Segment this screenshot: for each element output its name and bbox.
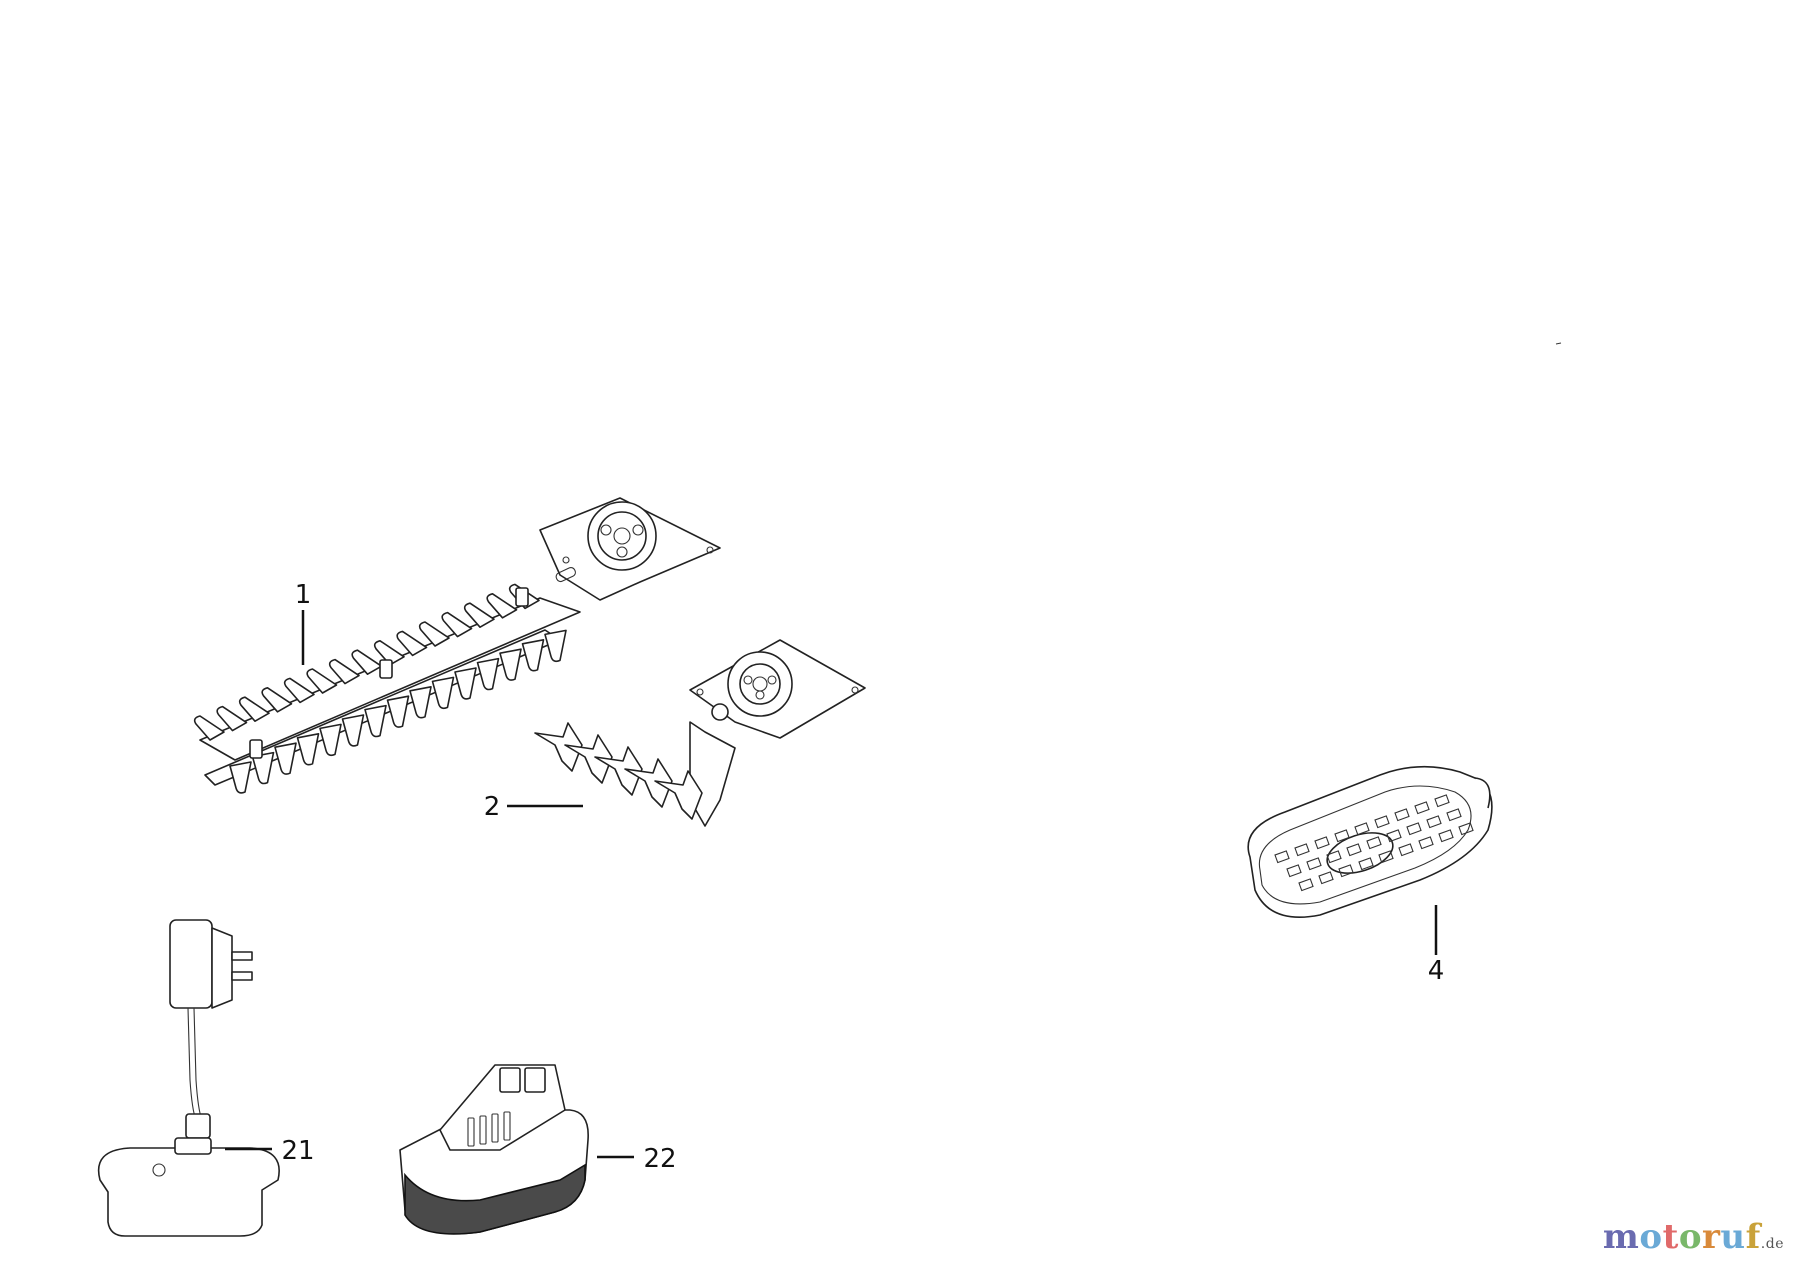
logo-letter: t [1662, 1217, 1679, 1257]
stray-mark [1555, 342, 1562, 345]
battery-part [399, 1064, 589, 1235]
logo-letter: r [1702, 1217, 1721, 1257]
charger-part [97, 919, 280, 1237]
blade-guard-part [1247, 765, 1493, 918]
logo-letter: o [1639, 1217, 1663, 1257]
callout-1: 1 [295, 580, 312, 610]
logo-letter: m [1602, 1217, 1640, 1257]
callout-21: 21 [281, 1136, 314, 1166]
logo-letter: o [1678, 1217, 1702, 1257]
callout-4: 4 [1428, 956, 1445, 986]
hedge-blade-part [193, 497, 721, 794]
motoruf-logo: motoruf.de [1603, 1217, 1784, 1257]
logo-letter: u [1720, 1217, 1746, 1257]
logo-tld: .de [1760, 1236, 1784, 1252]
shrub-blade-part [534, 639, 866, 827]
leader-lines [225, 610, 1438, 1159]
logo-letter: f [1745, 1217, 1761, 1257]
callout-2: 2 [484, 792, 501, 822]
callout-22: 22 [643, 1144, 676, 1174]
